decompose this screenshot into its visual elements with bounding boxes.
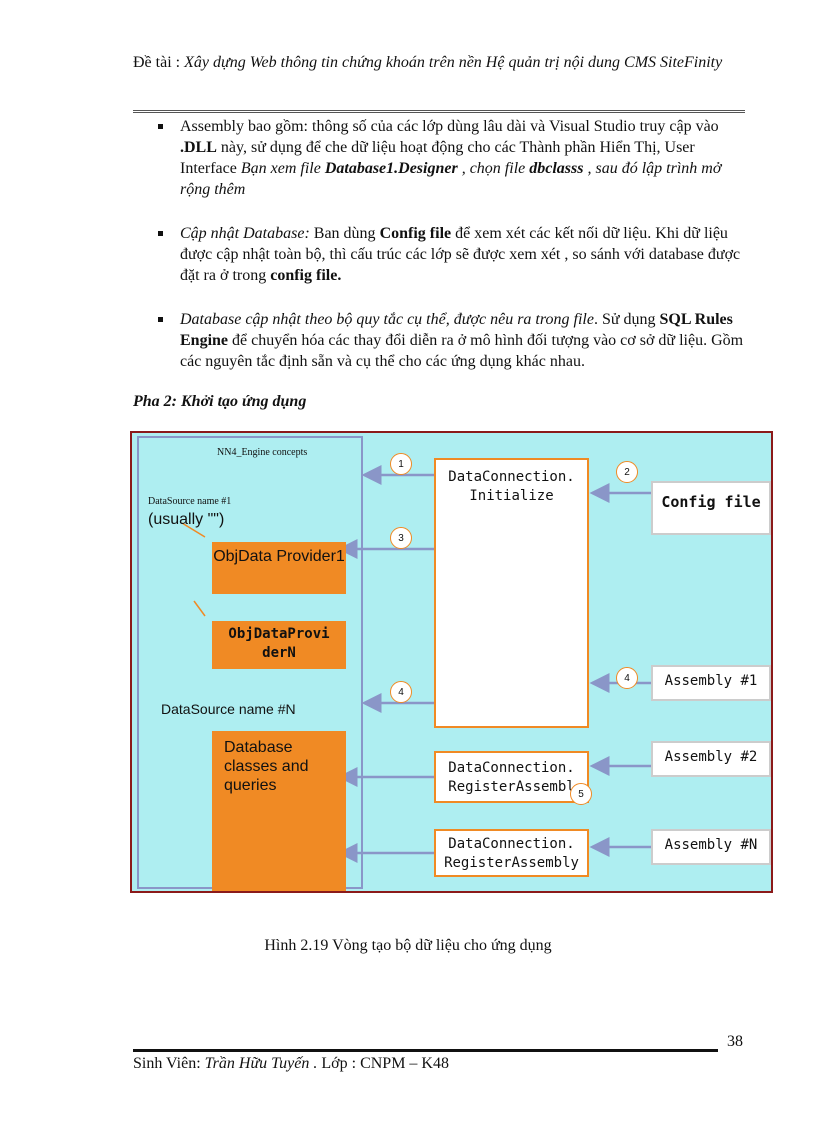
bullet-icon <box>158 231 163 236</box>
step-2-badge: 2 <box>616 461 638 483</box>
datasource-1-label: DataSource name #1 <box>148 496 232 507</box>
assembly-1-box: Assembly #1 <box>651 665 771 701</box>
header-title: Xây dựng Web thông tin chứng khoán trên … <box>184 54 723 71</box>
database-classes-box: Database classes and queries <box>212 731 346 891</box>
concepts-label: NN4_Engine concepts <box>217 447 308 458</box>
dataconnection-register-1: DataConnection. RegisterAssembl <box>434 751 589 803</box>
bullet-text: Ban dùng <box>309 225 380 242</box>
dataconnection-initialize: DataConnection. Initialize <box>434 458 589 728</box>
footer-label: Sinh Viên: <box>133 1055 201 1072</box>
objdata-provider-n: ObjDataProvi derN <box>212 621 346 669</box>
dataconnection-register-2: DataConnection. RegisterAssembly <box>434 829 589 877</box>
usually-label: (usually "") <box>148 511 225 528</box>
bullet-italic: Cập nhật Database: <box>180 225 310 242</box>
step-4a-badge: 4 <box>616 667 638 689</box>
bullet-bold: Config file <box>379 225 452 242</box>
bullet-icon <box>158 317 163 322</box>
concepts-panel: NN4_Engine concepts DataSource name #1 (… <box>137 436 363 891</box>
bullet-icon <box>158 124 163 129</box>
footer-class: Lớp : CNPM – K48 <box>321 1055 449 1072</box>
objdata-provider-1: ObjData Provider1 <box>212 542 346 594</box>
figure-diagram: NN4_Engine concepts DataSource name #1 (… <box>130 431 773 893</box>
bullet-item: Cập nhật Database: Ban dùng Config file … <box>148 223 748 286</box>
page-number: 38 <box>727 1033 743 1050</box>
bullet-item: Assembly bao gồm: thông số của các lớp d… <box>148 116 748 200</box>
page-header: Đề tài : Xây dựng Web thông tin chứng kh… <box>133 52 733 73</box>
bullet-item: Database cập nhật theo bộ quy tắc cụ thể… <box>148 309 748 372</box>
bullet-text: Assembly bao gồm: thông số của các lớp d… <box>180 118 719 135</box>
bullet-bold-italic: dbclasss <box>529 160 584 177</box>
footer-name: Trần Hữu Tuyến . <box>204 1055 318 1072</box>
bullet-italic: Bạn xem file <box>240 160 325 177</box>
bullet-text: . Sử dụng <box>593 311 660 328</box>
bullet-text: để xem xét các kết nối dữ liệu. Khi dữ l… <box>180 225 741 284</box>
bullet-list: Assembly bao gồm: thông số của các lớp d… <box>148 116 748 395</box>
config-file-box: Config file <box>651 481 771 535</box>
phase-title: Pha 2: Khởi tạo ứng dụng <box>133 393 307 410</box>
pointer-line-1 <box>181 522 206 538</box>
step-1-badge: 1 <box>390 453 412 475</box>
pointer-line-N <box>193 600 206 617</box>
bullet-text: này, sử dụng để che dữ liệu hoạt động ch… <box>180 139 695 177</box>
step-3-badge: 3 <box>390 527 412 549</box>
bullet-bold: config file. <box>270 267 342 284</box>
bullet-bold: SQL Rules Engine <box>180 311 733 349</box>
datasource-n-label: DataSource name #N <box>161 701 296 717</box>
bullet-bold-italic: Database1.Designer <box>324 160 458 177</box>
step-5-badge: 5 <box>570 783 592 805</box>
bullet-text: để chuyển hóa các thay đổi diễn ra ở mô … <box>180 332 744 370</box>
header-rule <box>133 110 745 113</box>
page-footer: Sinh Viên: Trần Hữu Tuyến . Lớp : CNPM –… <box>133 1055 449 1073</box>
bullet-bold: .DLL <box>180 139 217 156</box>
bullet-italic: , chọn file <box>457 160 530 177</box>
footer-rule <box>133 1049 718 1052</box>
diagram-arrows <box>181 465 651 863</box>
step-4b-badge: 4 <box>390 681 412 703</box>
bullet-italic: Database cập nhật theo bộ quy tắc cụ thể… <box>180 311 594 328</box>
header-label: Đề tài : <box>133 54 181 71</box>
assembly-2-box: Assembly #2 <box>651 741 771 777</box>
bullet-italic: , sau đó lập trình mở rộng thêm <box>180 160 722 198</box>
figure-caption: Hình 2.19 Vòng tạo bộ dữ liệu cho ứng dụ… <box>264 937 552 954</box>
assembly-n-box: Assembly #N <box>651 829 771 865</box>
